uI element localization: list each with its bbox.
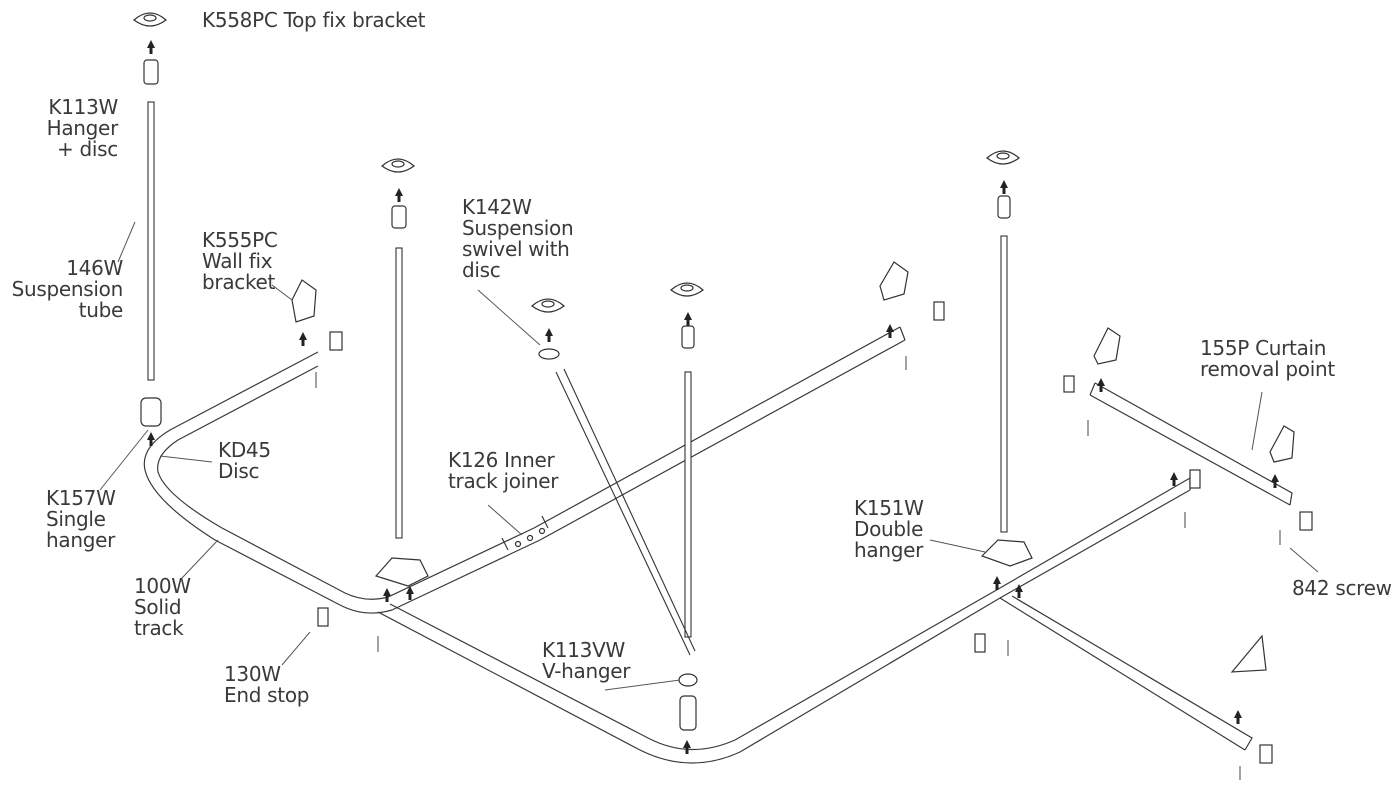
track-back-straight <box>533 326 906 541</box>
label-curtain-removal-point: 155P Curtain removal point <box>1200 336 1335 381</box>
track-left-curve <box>143 351 541 614</box>
top-fix-bracket-icon <box>133 12 1020 313</box>
label-screw: 842 screw <box>1292 576 1392 600</box>
leader-lines <box>99 221 1319 691</box>
end-stop-icon <box>317 301 1313 764</box>
hanger-parts <box>140 59 1033 731</box>
label-disc: KD45 Disc <box>218 438 271 483</box>
track-right-branches <box>999 382 1293 751</box>
wall-fix-bracket-icon <box>291 261 1295 673</box>
label-solid-track: 100W Solid track <box>134 574 191 640</box>
up-arrow-icon <box>147 40 1279 754</box>
suspension-rods <box>147 101 1008 656</box>
label-hanger-disc: K113W Hanger + disc <box>46 95 119 161</box>
track-front-curve <box>377 587 1001 764</box>
label-v-hanger: K113VW V-hanger <box>542 638 631 683</box>
label-top-fix-bracket: K558PC Top fix bracket <box>202 8 426 32</box>
screw-icon <box>315 356 1281 780</box>
label-end-stop: 130W End stop <box>224 662 310 707</box>
label-suspension-swivel: K142W Suspension swivel with disc <box>462 195 574 282</box>
label-inner-track-joiner: K126 Inner track joiner <box>448 448 559 493</box>
label-suspension-tube: 146W Suspension tube <box>11 256 124 322</box>
inner-track-joiner <box>501 515 549 551</box>
label-wall-fix-bracket: K555PC Wall fix bracket <box>202 228 278 294</box>
label-double-hanger: K151W Double hanger <box>854 496 924 562</box>
label-single-hanger: K157W Single hanger <box>46 486 116 552</box>
